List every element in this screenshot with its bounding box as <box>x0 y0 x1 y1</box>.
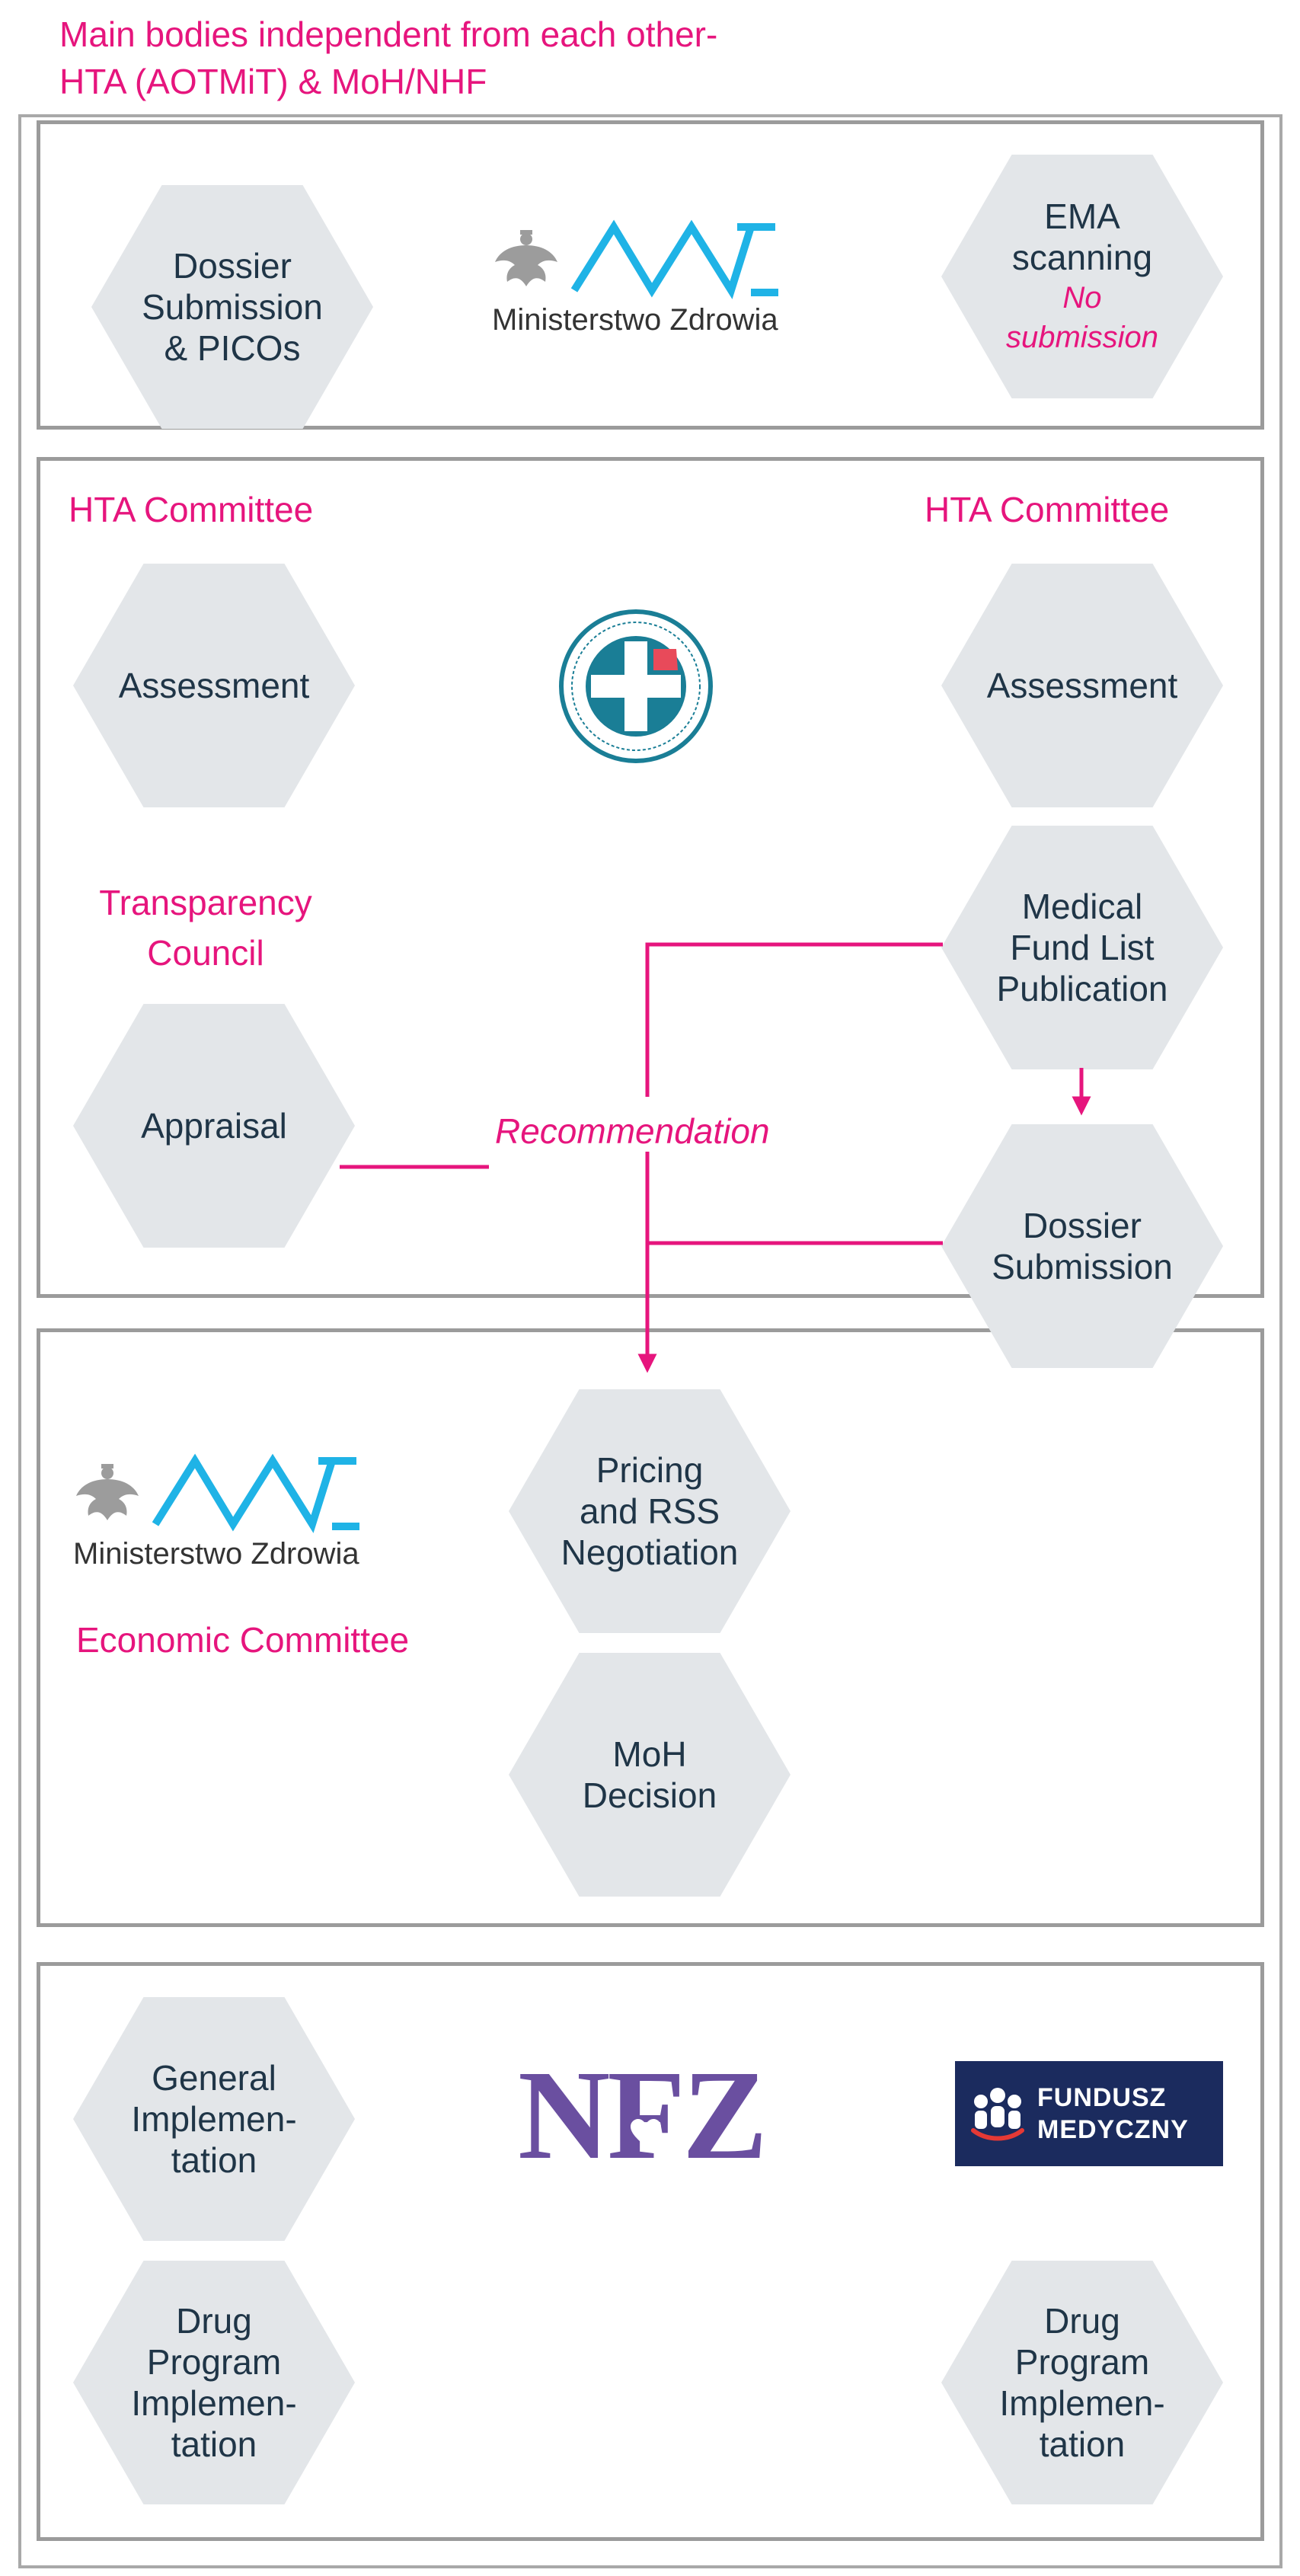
hex-text: Drug <box>176 2301 252 2341</box>
hex-text: Program <box>146 2342 282 2382</box>
transparency-council-label: Transparency Council <box>91 877 320 978</box>
diagram-heading: Main bodies independent from each other-… <box>59 11 1126 105</box>
hex-text: Decision <box>582 1775 717 1815</box>
hex-text: Dossier <box>1023 1206 1142 1245</box>
hex-text: scanning <box>1011 238 1153 277</box>
heading-line-2: HTA (AOTMiT) & MoH/NHF <box>59 62 487 101</box>
hex-text: Medical <box>1021 887 1143 926</box>
nfz-logo-text: NFZ <box>518 2044 768 2186</box>
hex-text: Implemen- <box>131 2099 297 2139</box>
hex-text: and RSS <box>579 1491 720 1531</box>
hex-text: Program <box>1014 2342 1150 2382</box>
hex-text: Drug <box>1044 2301 1120 2341</box>
hex-text: tation <box>1039 2424 1126 2464</box>
moh-logo-text: Ministerstwo Zdrowia <box>73 1537 359 1571</box>
moh-logo: Ministerstwo Zdrowia <box>73 1452 363 1574</box>
people-icon <box>971 2088 1024 2141</box>
hex-text: Negotiation <box>561 1532 739 1572</box>
hex-text: Submission <box>142 287 323 327</box>
hex-subtext: No <box>1062 281 1102 315</box>
heart-icon <box>631 2119 661 2146</box>
hex-text: Publication <box>996 969 1168 1008</box>
hex-text: EMA <box>1044 197 1120 236</box>
hex-text: Submission <box>992 1247 1173 1286</box>
hex-appraisal: Appraisal <box>73 1004 355 1248</box>
transparency-line-1: Transparency <box>99 883 312 922</box>
hex-text: Implemen- <box>999 2383 1165 2423</box>
hex-text: Appraisal <box>141 1106 287 1146</box>
hex-text: Assessment <box>986 666 1178 705</box>
moh-logo-text: Ministerstwo Zdrowia <box>492 303 778 337</box>
hex-text: & PICOs <box>164 328 301 368</box>
hex-text: Implemen- <box>131 2383 297 2423</box>
hex-text: MoH <box>612 1734 687 1774</box>
fundusz-medyczny-logo: FUNDUSZ MEDYCZNY <box>955 2061 1223 2166</box>
moh-logo: Ministerstwo Zdrowia <box>492 218 781 340</box>
hta-committee-right: HTA Committee <box>925 490 1170 529</box>
aotmit-cross-icon <box>559 609 713 763</box>
fm-logo-line-1: FUNDUSZ <box>1037 2083 1167 2112</box>
hex-text: Fund List <box>1010 928 1155 967</box>
economic-committee-label: Economic Committee <box>76 1620 410 1660</box>
hex-text: tation <box>171 2424 257 2464</box>
hex-text: Dossier <box>173 246 292 286</box>
outer-frame <box>18 114 1282 2568</box>
recommendation-label: Recommendation <box>495 1111 770 1151</box>
hta-committee-left: HTA Committee <box>69 490 314 529</box>
hex-text: Pricing <box>596 1450 704 1490</box>
hex-text: tation <box>171 2140 257 2180</box>
nfz-logo: NFZ <box>504 2044 778 2186</box>
hex-subtext: submission <box>1005 321 1159 354</box>
fm-logo-line-2: MEDYCZNY <box>1037 2115 1189 2144</box>
eagle-emblem-icon <box>495 230 557 286</box>
moh-wave-icon <box>570 219 778 299</box>
hex-text: General <box>152 2058 276 2098</box>
transparency-line-2: Council <box>147 933 264 973</box>
moh-wave-icon <box>152 1453 359 1533</box>
eagle-emblem-icon <box>76 1464 139 1520</box>
hex-text: Assessment <box>118 666 310 705</box>
heading-line-1: Main bodies independent from each other- <box>59 14 718 54</box>
